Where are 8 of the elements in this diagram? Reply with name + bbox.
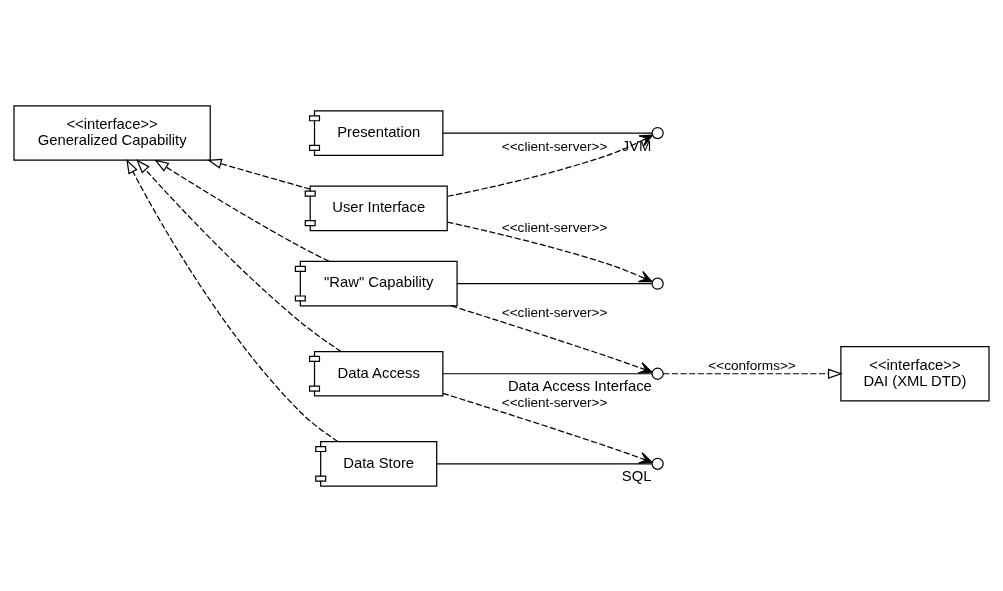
node-label: SQL	[621, 467, 652, 484]
edge-label: <<client-server>>	[501, 138, 608, 154]
edge-label: <<client-server>>	[501, 219, 608, 235]
node-label: Data Access Interface	[507, 377, 652, 394]
edge-label: <<client-server>>	[501, 394, 608, 410]
node-label: JVM	[621, 136, 652, 153]
edge-label: <<client-server>>	[501, 304, 608, 320]
edge-label: <<conforms>>	[708, 357, 796, 373]
